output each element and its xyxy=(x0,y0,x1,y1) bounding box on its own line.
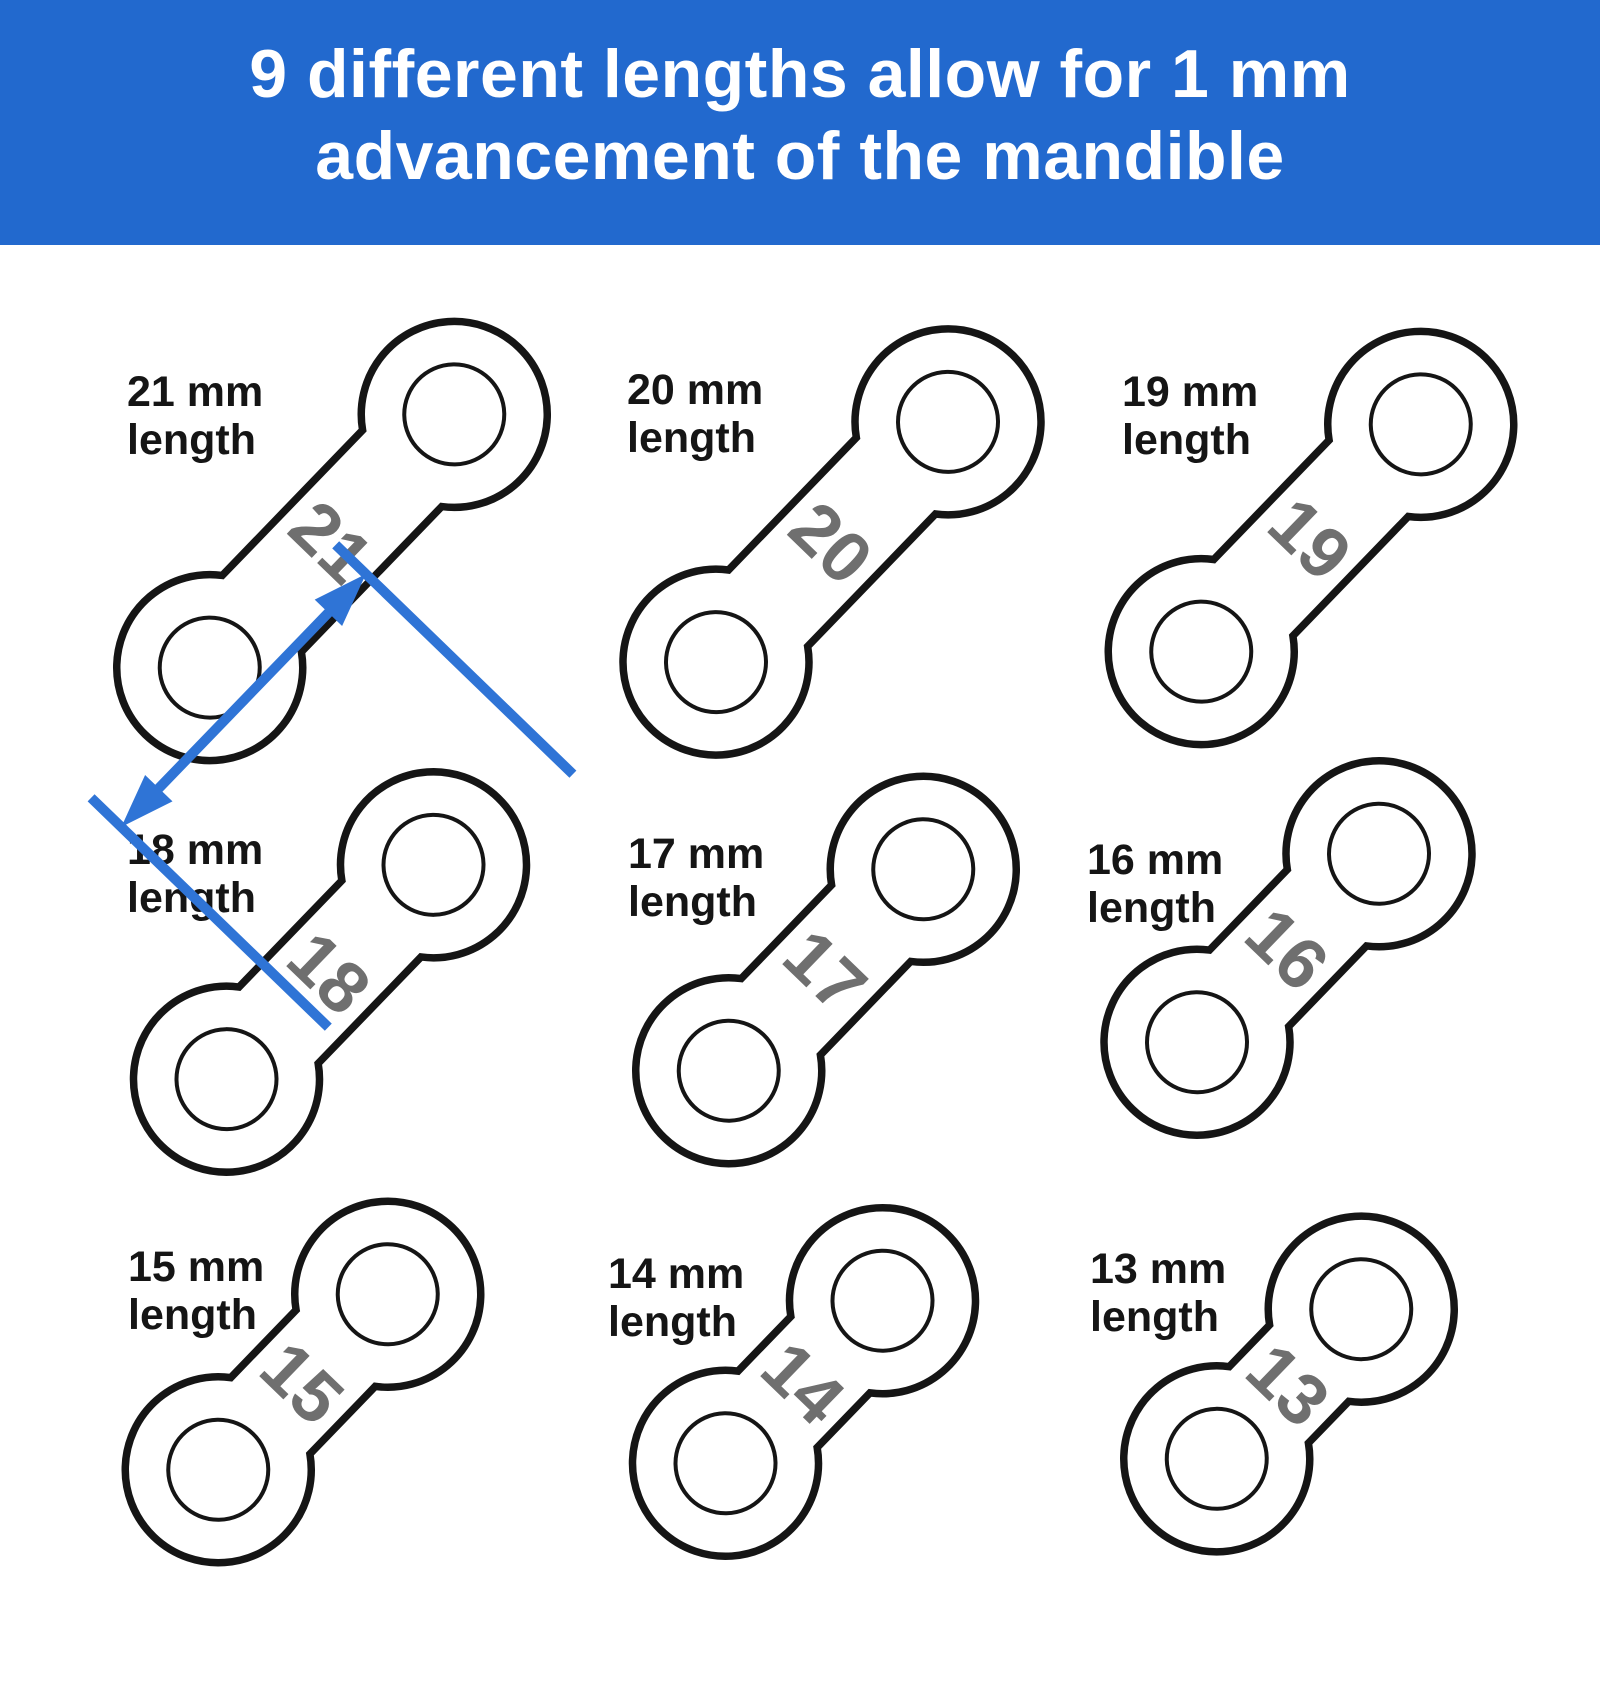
connector-hole-top xyxy=(1309,1257,1414,1362)
length-label: 18 mm length xyxy=(127,826,263,922)
length-label: 15 mm length xyxy=(128,1243,264,1339)
length-label-word: length xyxy=(1122,416,1251,464)
length-label-word: length xyxy=(1087,884,1216,932)
connector-hole-top xyxy=(402,362,507,467)
length-label-word: length xyxy=(628,878,757,926)
length-label-value: 15 mm xyxy=(128,1243,265,1291)
connector-hole-bottom xyxy=(1149,599,1254,704)
length-label-word: length xyxy=(608,1298,737,1346)
length-label-value: 13 mm xyxy=(1090,1245,1227,1293)
length-label-word: length xyxy=(127,416,256,464)
length-label: 20 mm length xyxy=(627,366,763,462)
connector-graphic: 20 xyxy=(619,325,1045,759)
length-label: 17 mm length xyxy=(628,830,764,926)
header-title-line2: advancement of the mandible xyxy=(315,118,1285,194)
connector-graphic: 19 xyxy=(1104,327,1518,749)
length-label-word: length xyxy=(127,874,256,922)
length-label: 16 mm length xyxy=(1087,836,1223,932)
connector-grid: 21 mm length 21 20 mm length 20 xyxy=(0,245,1600,1632)
length-label-value: 19 mm xyxy=(1122,368,1259,416)
length-label: 14 mm length xyxy=(608,1250,744,1346)
connector-hole-top xyxy=(335,1242,440,1347)
connector-hole-top xyxy=(1368,372,1473,477)
connector-graphic: 13 xyxy=(1120,1212,1458,1556)
connector-hole-bottom xyxy=(676,1018,781,1123)
connector-hole-top xyxy=(1327,801,1432,906)
connector-hole-top xyxy=(381,812,486,917)
connector-hole-bottom xyxy=(166,1417,271,1522)
length-label-value: 18 mm xyxy=(127,826,264,874)
length-label-word: length xyxy=(627,414,756,462)
length-label: 19 mm length xyxy=(1122,368,1258,464)
connector-hole-bottom xyxy=(174,1027,279,1132)
length-label-value: 20 mm xyxy=(627,366,764,414)
length-label: 21 mm length xyxy=(127,368,263,464)
connector-graphic: 17 xyxy=(632,772,1020,1168)
length-label: 13 mm length xyxy=(1090,1245,1226,1341)
length-label-word: length xyxy=(1090,1293,1219,1341)
connector-hole-bottom xyxy=(673,1411,778,1516)
connector-hole-top xyxy=(896,369,1001,474)
connector-graphic: 16 xyxy=(1100,757,1476,1139)
length-label-value: 17 mm xyxy=(628,830,765,878)
connector-graphic: 15 xyxy=(121,1197,485,1567)
connector-hole-bottom xyxy=(1144,990,1249,1095)
connector-hole-top xyxy=(871,817,976,922)
length-label-word: length xyxy=(128,1291,257,1339)
header-title-line1: 9 different lengths allow for 1 mm xyxy=(249,36,1351,112)
connector-hole-top xyxy=(830,1248,935,1353)
connector-hole-bottom xyxy=(663,610,768,715)
length-label-value: 16 mm xyxy=(1087,836,1224,884)
length-label-value: 21 mm xyxy=(127,368,264,416)
connector-hole-bottom xyxy=(1164,1406,1269,1511)
connector-graphic: 14 xyxy=(628,1204,980,1560)
header-banner: 9 different lengths allow for 1 mm advan… xyxy=(0,0,1600,245)
length-label-value: 14 mm xyxy=(608,1250,745,1298)
